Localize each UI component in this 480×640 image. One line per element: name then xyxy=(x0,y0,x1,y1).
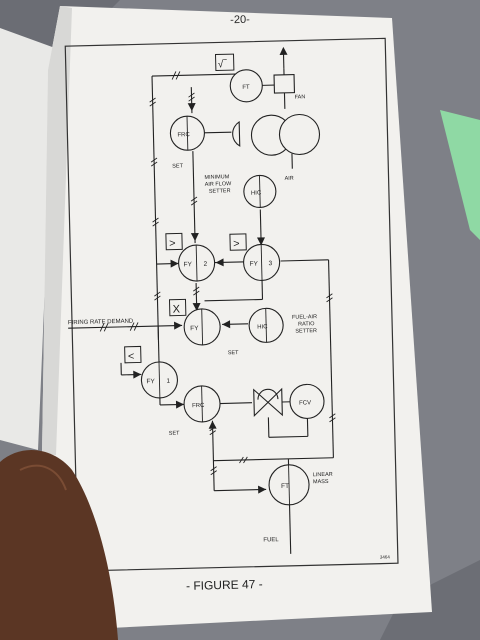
hand xyxy=(0,450,118,640)
diagram-border xyxy=(64,37,399,572)
diagram: √‾ > > X < FT FRC HIC FY 2 FY 3 FY HIC F… xyxy=(64,37,399,572)
linear-line1: LINEAR xyxy=(313,472,333,478)
gt-box-2 xyxy=(229,233,247,251)
fy-mid-tag: FY xyxy=(190,325,199,332)
linear-line2: MASS xyxy=(313,479,329,485)
damper-actuator xyxy=(232,120,241,147)
fan-label: FAN xyxy=(295,94,306,100)
mult-symbol: X xyxy=(173,303,181,315)
left-booklet-page xyxy=(0,28,55,450)
sqrt-box xyxy=(214,53,235,72)
fy2-number: 2 xyxy=(204,261,208,268)
sqrt-symbol: √‾ xyxy=(218,58,228,70)
flow-element xyxy=(273,74,296,94)
hic-mid-tag: HIC xyxy=(257,324,268,330)
hand-knuckle xyxy=(19,464,67,491)
frc-bottom-tag: FRC xyxy=(192,403,205,409)
fy2-tag: FY xyxy=(184,261,193,268)
fy1-number: 1 xyxy=(166,378,170,385)
set-label-3: SET xyxy=(169,430,180,436)
signal-ticks xyxy=(99,71,336,476)
function-boxes xyxy=(124,53,247,364)
figure-caption: - FIGURE 47 - xyxy=(185,576,263,594)
ft-top-tag: FT xyxy=(242,85,250,91)
fcv-tag: FCV xyxy=(299,400,311,406)
lt-box xyxy=(124,345,142,364)
arrowheads xyxy=(133,46,293,494)
fy3-tag: FY xyxy=(250,261,259,268)
valve-actuator xyxy=(257,388,279,400)
fy1-tag: FY xyxy=(146,378,155,385)
fuel-air-line2: RATIO xyxy=(298,321,315,327)
gt-symbol-1: > xyxy=(169,238,176,250)
min-air-line3: SETTER xyxy=(209,188,231,195)
ft-top-bubble xyxy=(229,69,263,103)
firing-rate-demand-label: FIRING RATE DEMAND xyxy=(68,319,134,327)
drawing-code: 3464 xyxy=(380,554,391,559)
equipment xyxy=(232,74,321,417)
fan-right-wheel xyxy=(278,113,321,156)
page-shadow-left xyxy=(42,6,72,455)
fuel-air-line3: SETTER xyxy=(295,328,317,335)
fy3-number: 3 xyxy=(269,260,273,267)
min-air-line1: MINIMUM xyxy=(204,174,229,181)
sticky-note xyxy=(440,110,480,240)
set-label-2: SET xyxy=(228,350,239,356)
control-valve xyxy=(253,387,283,417)
air-label: AIR xyxy=(284,176,293,182)
ft-bottom-tag: FT xyxy=(281,483,289,490)
gt-symbol-2: > xyxy=(233,238,240,250)
set-label-1: SET xyxy=(172,163,183,169)
gt-box-1 xyxy=(165,232,183,251)
hic-top-tag: HIC xyxy=(251,190,262,196)
fuel-air-line1: FUEL-AIR xyxy=(292,314,317,321)
document-page xyxy=(42,6,432,628)
min-air-line2: AIR FLOW xyxy=(205,181,233,188)
lt-symbol: < xyxy=(128,351,135,363)
fuel-label: FUEL xyxy=(263,537,279,543)
fcv-bubble xyxy=(289,383,325,419)
mult-box xyxy=(168,298,187,317)
frc-top-tag: FRC xyxy=(177,132,190,138)
bubble-dividers xyxy=(158,116,290,505)
